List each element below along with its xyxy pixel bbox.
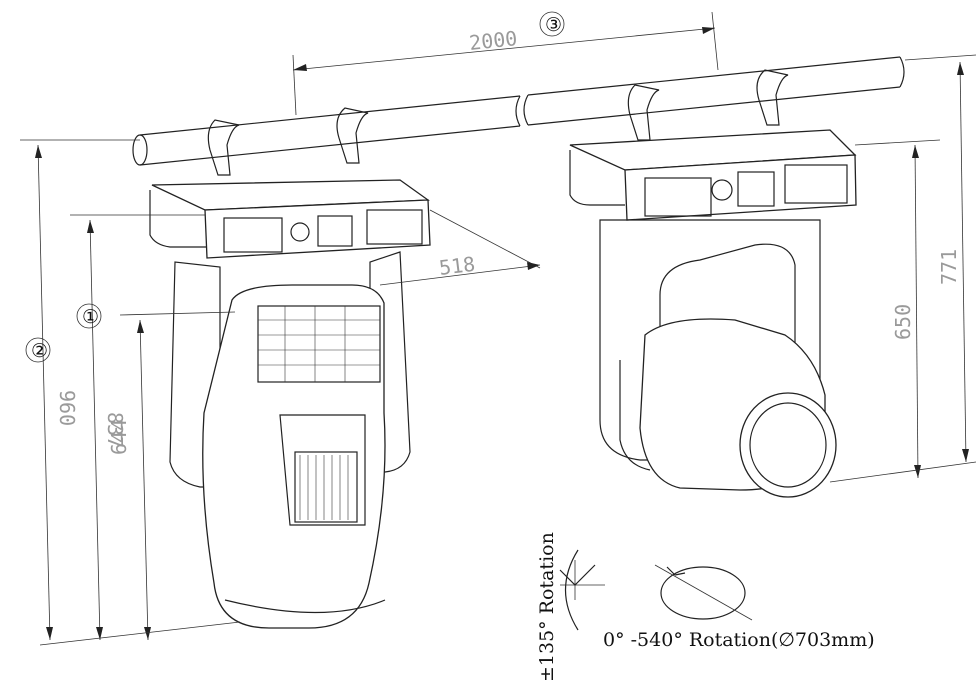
dimension-644-label: 644: [107, 419, 131, 455]
marker-1-circle: [76, 303, 102, 329]
lens-vent: [294, 451, 358, 523]
marker-1-label: ①: [82, 306, 99, 328]
control-pad-left: [290, 222, 310, 242]
dimension-518-label: 518: [438, 252, 477, 280]
left-fixture: [149, 107, 431, 629]
right-dimensions: 650 771: [829, 54, 976, 483]
dimension-2000-label: 2000: [468, 26, 518, 55]
control-pad-right: [711, 179, 733, 201]
marker-3-label: ③: [545, 14, 562, 36]
tilt-rotation-note: ±135° Rotation: [536, 532, 558, 682]
left-dimensions: 960 ② 837 ① 644: [20, 139, 241, 646]
head-fan-grille: [257, 305, 381, 383]
marker-3-circle: [539, 11, 565, 37]
fan-grille-left-a: [223, 217, 283, 253]
marker-2-circle: [25, 337, 51, 363]
dimension-650-label: 650: [891, 304, 915, 340]
right-fixture: [569, 69, 857, 498]
pan-rotation-symbol: [654, 564, 753, 621]
dimension-2000: 2000 ③: [292, 11, 719, 116]
lens-outer: [739, 392, 837, 498]
fan-grille-right-b: [784, 164, 848, 204]
marker-2-label: ②: [31, 340, 48, 362]
dimension-837-label: 837: [103, 412, 127, 448]
tilt-rotation-symbol: [559, 549, 605, 631]
fan-grille-left-b: [366, 209, 423, 245]
dimension-771-label: 771: [937, 249, 961, 285]
pan-rotation-note: 0° -540° Rotation(∅703mm): [603, 629, 875, 651]
dimension-960-label: 960: [55, 390, 79, 426]
display-screen-right: [737, 171, 775, 207]
display-screen-left: [317, 215, 353, 247]
fan-grille-right-a: [644, 177, 712, 217]
truss-pipe: [132, 56, 905, 166]
lens-inner: [749, 402, 827, 488]
dimension-518: 518: [379, 209, 541, 286]
